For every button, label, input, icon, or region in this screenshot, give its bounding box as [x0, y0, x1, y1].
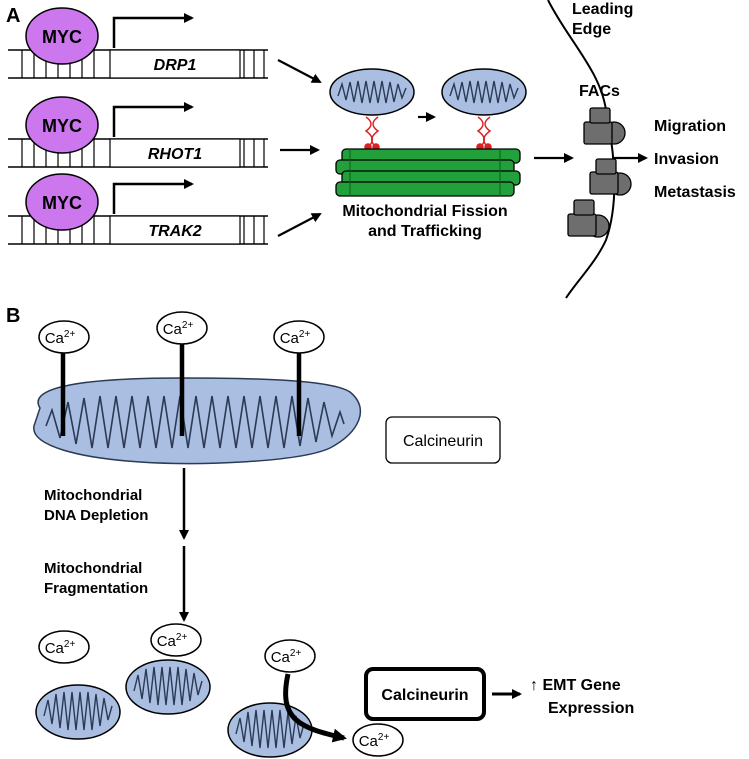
- ca-sup-6: 2+: [290, 648, 302, 659]
- calcineurin-box: [385, 416, 501, 464]
- panel-b-label: B: [6, 305, 20, 327]
- fac-2: [589, 158, 632, 196]
- arrow-ca-release: [283, 673, 347, 743]
- ca-base-6: Ca: [271, 649, 291, 666]
- myc-label-3: MYC: [42, 193, 82, 213]
- motor-linker-right: [476, 116, 492, 151]
- leading-edge-membrane: [547, 0, 616, 299]
- gene-label-rhot1: RHOT1: [148, 146, 202, 163]
- large-mitochondrion: [33, 377, 361, 465]
- fragmented-mitochondrion-3: [227, 702, 313, 758]
- gene-row-trak2: MYC TRAK2: [8, 173, 268, 245]
- ca-sup-5: 2+: [176, 632, 188, 643]
- svg-text:Ca2+: Ca2+: [359, 732, 390, 750]
- svg-text:Ca2+: Ca2+: [163, 320, 194, 338]
- mitochondrion-right: [441, 68, 527, 116]
- svg-text:Ca2+: Ca2+: [157, 632, 188, 650]
- calcium-ion-2: Ca2+: [156, 311, 208, 345]
- step1-label-line1: Mitochondrial: [44, 487, 142, 504]
- calcium-ion-6: Ca2+: [264, 639, 316, 673]
- outcome-metastasis: Metastasis: [654, 184, 736, 201]
- panel-a-label: A: [6, 5, 20, 27]
- gene-label-trak2: TRAK2: [148, 223, 201, 240]
- calcineurin-active-box: [364, 667, 486, 721]
- gene-row-rhot1: MYC RHOT1: [8, 96, 268, 168]
- svg-text:Ca2+: Ca2+: [280, 329, 311, 347]
- gene-row-drp1: MYC DRP1: [8, 7, 268, 79]
- mitochondrion-left: [329, 68, 415, 116]
- ca-sup-7: 2+: [378, 732, 390, 743]
- svg-text:Ca2+: Ca2+: [271, 648, 302, 666]
- ca-sup-3: 2+: [299, 329, 311, 340]
- ca-base-7: Ca: [359, 733, 379, 750]
- ca-base-2: Ca: [163, 321, 183, 338]
- emt-label-line2: Expression: [548, 700, 634, 717]
- calcineurin-label: Calcineurin: [403, 433, 483, 450]
- myc-label-2: MYC: [42, 116, 82, 136]
- step2-label-line2: Fragmentation: [44, 580, 148, 597]
- arrow-drp1-to-fission: [277, 59, 322, 83]
- arrow-trak2-to-fission: [277, 213, 322, 237]
- fragmented-mitochondrion-2: [125, 659, 211, 715]
- outcome-invasion: Invasion: [654, 151, 719, 168]
- step1-label-line2: DNA Depletion: [44, 507, 148, 524]
- myc-label-1: MYC: [42, 27, 82, 47]
- motor-linker-left: [364, 116, 380, 151]
- gene-label-drp1: DRP1: [154, 57, 197, 74]
- fission-label-line1: Mitochondrial Fission: [342, 203, 507, 220]
- myc-ellipse-2: [25, 96, 99, 154]
- emt-label-line1: ↑ EMT Gene: [530, 677, 621, 694]
- step2-label-line1: Mitochondrial: [44, 560, 142, 577]
- ca-sup-4: 2+: [64, 639, 76, 650]
- fission-label-line2: and Trafficking: [368, 223, 482, 240]
- svg-text:Ca2+: Ca2+: [45, 639, 76, 657]
- fragmented-mitochondrion-1: [35, 684, 121, 740]
- fac-1: [583, 107, 626, 145]
- calcium-ion-bound: Ca2+: [352, 723, 404, 757]
- ca-sup-1: 2+: [64, 329, 76, 340]
- facs-label: FACs: [579, 83, 620, 100]
- ca-base-3: Ca: [280, 330, 300, 347]
- ca-base-5: Ca: [157, 633, 177, 650]
- myc-ellipse-3: [25, 173, 99, 231]
- svg-text:Ca2+: Ca2+: [45, 329, 76, 347]
- ca-base-1: Ca: [45, 330, 65, 347]
- calcium-ion-4: Ca2+: [38, 630, 90, 664]
- microtubule-bundle: [335, 148, 521, 197]
- calcium-ion-1: Ca2+: [38, 320, 90, 354]
- calcium-ion-5: Ca2+: [150, 623, 202, 657]
- ca-sup-2: 2+: [182, 320, 194, 331]
- ca-base-4: Ca: [45, 640, 65, 657]
- leading-edge-label-line2: Edge: [572, 21, 611, 38]
- outcome-migration: Migration: [654, 118, 726, 135]
- myc-ellipse-1: [25, 7, 99, 65]
- calcineurin-active-label: Calcineurin: [381, 687, 468, 704]
- calcium-ion-3: Ca2+: [273, 320, 325, 354]
- fac-3: [567, 199, 610, 238]
- leading-edge-label-line1: Leading: [572, 1, 633, 18]
